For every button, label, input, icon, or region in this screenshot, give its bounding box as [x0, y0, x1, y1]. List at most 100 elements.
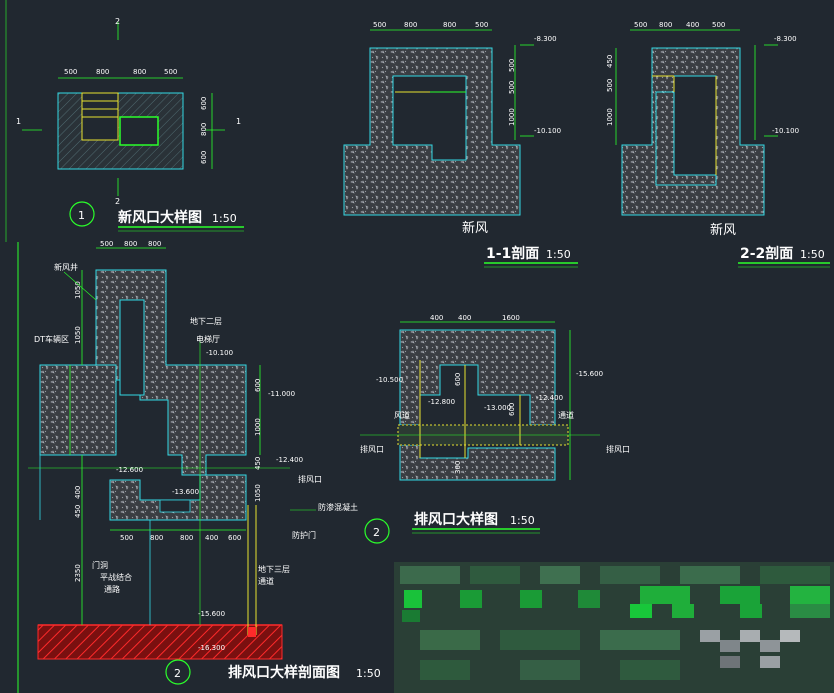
title-exhaust-section: 排风口大样剖面图: [228, 664, 340, 681]
s11-elev-top: -8.300: [534, 35, 557, 43]
ep-elev-d: -12.400: [536, 394, 563, 402]
plan-dim-top-2: 800: [133, 68, 146, 76]
s22-side-0: 450: [606, 55, 614, 68]
ex-bot-2: 800: [180, 534, 193, 542]
exhaust-concrete-left: [39, 364, 117, 456]
plan-opening-right: [119, 116, 159, 146]
exhaust-concrete-main: [95, 269, 247, 476]
ex-side-b-3: 1050: [254, 484, 262, 502]
section-2-2-concrete: [621, 47, 765, 216]
watermark-pixelated: [394, 562, 834, 693]
ex-bot-4: 600: [228, 534, 241, 542]
ex-elev-f: -15.600: [198, 610, 225, 618]
exhaust-section: 500 800 800 1050 1050 600 1000 450 1050 …: [28, 240, 381, 685]
ex-elev-d: -12.600: [116, 466, 143, 474]
ep-concrete-bottom: [399, 444, 556, 481]
ep-top-1: 400: [458, 314, 471, 322]
title-s22-scale: 1:50: [800, 248, 825, 261]
ex-bot-3: 400: [205, 534, 218, 542]
ex-label-corridor: 通道: [258, 576, 274, 586]
plan-dim-side-2: 600: [200, 151, 208, 164]
s11-dim-3: 500: [475, 21, 488, 29]
ex-top-1: 800: [124, 240, 137, 248]
cut-mark-1-left: 1: [16, 117, 21, 126]
ex-side-b-0: 600: [254, 379, 262, 392]
exhaust-plan: 400 400 1600 600 600 300 -10.500 -12.800…: [360, 314, 630, 544]
s22-elev-top: -8.300: [774, 35, 797, 43]
ex-side-b-2: 450: [254, 457, 262, 470]
ex-label-parking: 平战结合: [100, 572, 132, 582]
ex-top-2: 800: [148, 240, 161, 248]
cut-mark-2-top: 2: [115, 17, 120, 26]
s11-dim-1: 800: [404, 21, 417, 29]
ex-side-a-0: 1050: [74, 281, 82, 299]
title-section-2-2: 2-2剖面: [740, 245, 793, 262]
s22-dim-0: 500: [634, 21, 647, 29]
ep-label-right: 通道: [558, 410, 574, 420]
s22-elev-bot: -10.100: [772, 127, 799, 135]
plan-dim-side-1: 800: [200, 123, 208, 136]
section-1-1: 500 800 800 500 500 500 1000 -8.300 -10.…: [343, 21, 578, 268]
plan-dim-top-3: 500: [164, 68, 177, 76]
plan-dim-top-1: 800: [96, 68, 109, 76]
s11-side-1: 500: [508, 81, 516, 94]
s22-dim-3: 500: [712, 21, 725, 29]
ex-elev-b: -11.000: [268, 390, 295, 398]
detail-callout-2b-text: 2: [373, 526, 380, 539]
exhaust-ground-hatch: [37, 624, 283, 660]
title-exhaust-section-scale: 1:50: [356, 667, 381, 680]
ex-label-elev-hall: 电梯厅: [196, 334, 220, 344]
ex-label-fresh-shaft: 新风井: [54, 262, 78, 272]
title-fresh-air-detail: 新风口大样图: [118, 209, 202, 226]
detail-callout-1: [69, 201, 95, 227]
title-exhaust-detail: 排风口大样图: [414, 511, 498, 528]
ep-label-vent: 风道: [394, 410, 410, 420]
title-exhaust-detail-scale: 1:50: [510, 514, 535, 527]
ex-label-passage: 通路: [104, 584, 120, 594]
section-1-1-concrete: [343, 47, 521, 216]
ex-elev-g: -16.300: [198, 644, 225, 652]
detail-callout-2a: [165, 659, 191, 685]
ex-bot-0: 500: [120, 534, 133, 542]
plan-dim-top-0: 500: [64, 68, 77, 76]
ep-low-0: 300: [454, 461, 462, 474]
ex-side-a-1: 1050: [74, 326, 82, 344]
s11-side-2: 1000: [508, 108, 516, 126]
s11-fresh-air-label: 新风: [462, 220, 488, 236]
detail-callout-2b: [364, 518, 390, 544]
ex-side-b-1: 1000: [254, 418, 262, 436]
ep-mid-1: 600: [508, 403, 516, 416]
cut-mark-1-right: 1: [236, 117, 241, 126]
ex-label-b2: 地下二层: [190, 316, 222, 326]
ep-elev-b: -12.800: [428, 398, 455, 406]
ep-top-2: 1600: [502, 314, 520, 322]
s11-elev-bot: -10.100: [534, 127, 561, 135]
detail-callout-1-text: 1: [78, 209, 85, 222]
ep-concrete-top: [399, 329, 556, 426]
exhaust-concrete-lower: [109, 474, 247, 521]
ep-elev-c: -13.000: [484, 404, 511, 412]
s11-dim-0: 500: [373, 21, 386, 29]
ex-elev-c: -12.400: [276, 456, 303, 464]
ex-elev-e: -13.600: [172, 488, 199, 496]
ex-label-protect-door: 防护门: [292, 530, 316, 540]
ep-top-0: 400: [430, 314, 443, 322]
ex-label-b3: 地下三层: [258, 564, 290, 574]
s22-side-2: 1000: [606, 108, 614, 126]
ex-label-exhaust-port: 排风口: [298, 474, 322, 484]
ex-label-dt-zone: DT车辆区: [34, 334, 69, 344]
s22-dim-1: 800: [659, 21, 672, 29]
ex-elev-a: -10.100: [206, 349, 233, 357]
title-section-1-1: 1-1剖面: [486, 245, 539, 262]
s11-side-0: 500: [508, 59, 516, 72]
s22-fresh-air-label: 新风: [710, 222, 736, 238]
ep-label-left: 排风口: [360, 444, 384, 454]
s22-dim-2: 400: [686, 21, 699, 29]
title-s11-scale: 1:50: [546, 248, 571, 261]
ex-top-0: 500: [100, 240, 113, 248]
s22-side-1: 500: [606, 79, 614, 92]
cut-mark-2-bottom: 2: [115, 197, 120, 206]
ex-label-backfill: 防渗混凝土: [318, 502, 358, 512]
ex-side-c-1: 450: [74, 505, 82, 518]
